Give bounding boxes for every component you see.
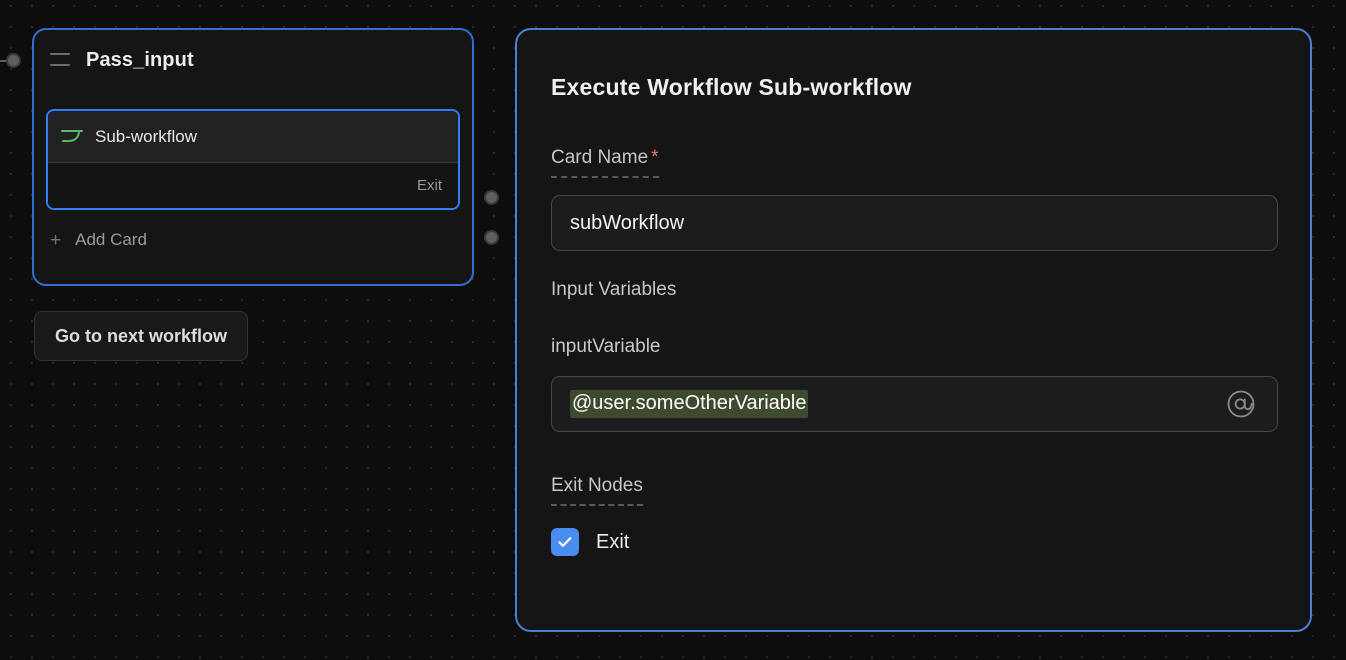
input-variables-group: Input Variables inputVariable @user.some… (551, 279, 1278, 432)
exit-node-item[interactable]: Exit (551, 528, 1276, 556)
card-sub-workflow[interactable]: Sub-workflow Exit (46, 109, 460, 210)
input-port[interactable] (6, 53, 21, 68)
input-variable-name: inputVariable (551, 336, 661, 357)
card-exit-row[interactable]: Exit (48, 163, 458, 208)
node-header: Pass_input (34, 30, 472, 90)
go-to-next-workflow-label: Go to next workflow (55, 325, 228, 346)
at-sign-icon[interactable] (1225, 388, 1259, 420)
node-title: Pass_input (86, 48, 194, 71)
exit-node-label: Exit (596, 530, 630, 553)
card-name-field-group: Card Name* subWorkflow (551, 147, 1278, 251)
output-port-2[interactable] (484, 230, 499, 245)
card-name-label: Card Name* (551, 147, 659, 178)
input-port-stub (0, 60, 9, 62)
detail-panel: Execute Workflow Sub-workflow Card Name*… (515, 28, 1312, 632)
exit-nodes-heading: Exit Nodes (551, 475, 643, 506)
add-card-label: Add Card (75, 230, 147, 249)
hamburger-icon[interactable] (50, 53, 70, 67)
variable-token: @user.someOtherVariable (570, 390, 809, 418)
exit-node-checkbox[interactable] (551, 528, 579, 556)
card-header[interactable]: Sub-workflow (48, 111, 458, 163)
plus-icon: + (50, 229, 62, 251)
output-port-1[interactable] (484, 190, 499, 205)
input-variable-input[interactable]: @user.someOtherVariable (551, 376, 1278, 432)
go-to-next-workflow-button[interactable]: Go to next workflow (34, 311, 249, 361)
card-label: Sub-workflow (95, 126, 198, 146)
card-name-input[interactable]: subWorkflow (551, 195, 1278, 251)
exit-nodes-group: Exit Nodes Exit (551, 475, 1276, 556)
card-exit-label: Exit (416, 177, 442, 194)
sub-workflow-icon (60, 127, 84, 147)
flow-node-pass-input[interactable]: Pass_input Sub-workflow Exit + Add Card (32, 28, 474, 286)
required-asterisk: * (651, 147, 659, 168)
check-icon (558, 537, 572, 547)
panel-title: Execute Workflow Sub-workflow (551, 74, 912, 100)
add-card-button[interactable]: + Add Card (50, 230, 147, 250)
card-name-value: subWorkflow (570, 211, 685, 234)
input-variables-heading: Input Variables (551, 279, 677, 300)
